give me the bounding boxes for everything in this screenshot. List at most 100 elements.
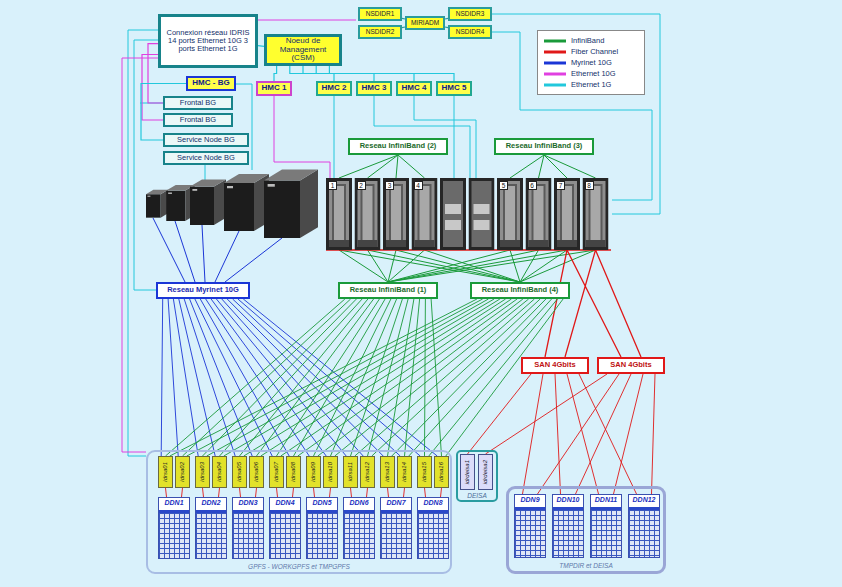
hmc-box: HMC 1 (256, 81, 292, 96)
legend-row: Fiber Channel (544, 46, 638, 57)
node-label: idrsa07 (273, 462, 280, 482)
server-box: idrsa09 (306, 456, 321, 488)
network-switch: Reseau InfiniBand (4) (470, 282, 570, 299)
server-box: MIRIADM (405, 16, 445, 30)
node-label: 14 ports Ethernet 10G 3 ports Ethernet 1… (163, 37, 253, 54)
connector (441, 488, 442, 497)
node-label: DDN11 (595, 496, 617, 504)
node-label: idrsa03 (199, 462, 206, 482)
server-box: NSDIDR2 (358, 25, 402, 39)
network-box: Connexion réseau IDRIS14 ports Ethernet … (158, 14, 258, 68)
node-label: DDN6 (349, 499, 368, 507)
node-label: idrsa10 (327, 462, 334, 482)
node-label: DDN9 (520, 496, 539, 504)
node-label: HMC 1 (262, 84, 287, 93)
connector (211, 299, 326, 456)
node-label: HMC 2 (322, 84, 347, 93)
node-label: idrsa15 (421, 462, 428, 482)
disk-array: DDN5 (306, 497, 338, 559)
connector (187, 299, 483, 456)
connector (576, 374, 632, 494)
node-label: idrsa05 (236, 462, 243, 482)
connector (166, 488, 167, 497)
frontend-box: Frontal BG (163, 96, 233, 110)
legend-row: Myrinet 10G (544, 57, 638, 68)
connector (392, 299, 546, 456)
connector (224, 299, 494, 456)
network-switch: Reseau InfiniBand (1) (338, 282, 438, 299)
node-label: idrdeisa2 (482, 460, 489, 484)
connector (277, 488, 278, 497)
frontend-box: Frontal BG (163, 113, 233, 127)
disk-array: DDN4 (269, 497, 301, 559)
storage-group: TMPDIR et DEISADDN9DDN10DDN11DDN12 (506, 486, 666, 574)
hmc-box: HMC 2 (316, 81, 352, 96)
node-label: Frontal BG (180, 99, 216, 107)
server-box: idrsa02 (175, 456, 190, 488)
connector (219, 488, 220, 497)
node-label: idrsa08 (290, 462, 297, 482)
node-label: DDN3 (238, 499, 257, 507)
network-switch: Reseau Myrinet 10G (156, 282, 250, 299)
san-switch: SAN 4Gbits (597, 357, 665, 374)
server-box: NSDIDR4 (448, 25, 492, 39)
connector (351, 488, 352, 497)
node-label: Service Node BG (177, 154, 235, 162)
frontend-box: Service Node BG (163, 133, 249, 147)
disk-array: DDN7 (380, 497, 412, 559)
node-label: MIRIADM (411, 19, 439, 26)
connector (314, 488, 315, 497)
node-label: idrsa13 (384, 462, 391, 482)
node-label: DDN12 (633, 496, 656, 504)
connector (652, 374, 656, 494)
node-label: idrsa04 (216, 462, 223, 482)
server-box: idrsa16 (434, 456, 449, 488)
server-box: idrsa05 (232, 456, 247, 488)
node-label: idrsa09 (310, 462, 317, 482)
connector (335, 299, 529, 456)
server-box: NSDIDR1 (358, 7, 402, 21)
node-label: HMC 3 (362, 84, 387, 93)
disk-array: DDN1 (158, 497, 190, 559)
connector (367, 488, 368, 497)
connector (424, 299, 426, 456)
connector (409, 299, 552, 456)
connector (372, 299, 540, 456)
connector (281, 299, 512, 456)
connector (274, 66, 277, 81)
node-label: SAN 4Gbits (534, 361, 575, 369)
server-box: idrsa07 (269, 456, 284, 488)
callout-number: 4 (414, 181, 423, 190)
node-label: DDN5 (312, 499, 331, 507)
server-box: idrsa04 (212, 456, 227, 488)
frontend-box: Service Node BG (163, 151, 249, 165)
hmc-box: HMC 5 (436, 81, 472, 96)
node-label: Service Node BG (177, 136, 235, 144)
legend-row: Ethernet 10G (544, 68, 638, 79)
server-box: idrdeisa2 (478, 454, 493, 490)
connector (203, 488, 204, 497)
connector (216, 299, 346, 456)
legend-line (544, 71, 566, 77)
node-label: Connexion réseau IDRIS (167, 29, 250, 37)
connector (200, 299, 289, 456)
legend: InfiniBandFiber ChannelMyrinet 10GEthern… (537, 30, 645, 95)
disk-array: DDN6 (343, 497, 375, 559)
server-box: idrsa14 (397, 456, 412, 488)
node-label: idrsa11 (347, 462, 354, 481)
connector (195, 299, 272, 456)
node-label: NSDIDR1 (366, 10, 395, 17)
server-box: idrsa15 (417, 456, 432, 488)
legend-row: InfiniBand (544, 35, 638, 46)
disk-array: DDN9 (514, 494, 546, 558)
connector (141, 84, 186, 141)
legend-text: InfiniBand (571, 36, 604, 45)
node-label: idrsa14 (401, 462, 408, 482)
server-box: idrsa08 (286, 456, 301, 488)
connector (404, 488, 405, 497)
connector (355, 299, 535, 456)
san-switch: SAN 4Gbits (521, 357, 589, 374)
connector (173, 299, 198, 456)
connector (161, 299, 163, 456)
callout-number: 2 (357, 181, 366, 190)
